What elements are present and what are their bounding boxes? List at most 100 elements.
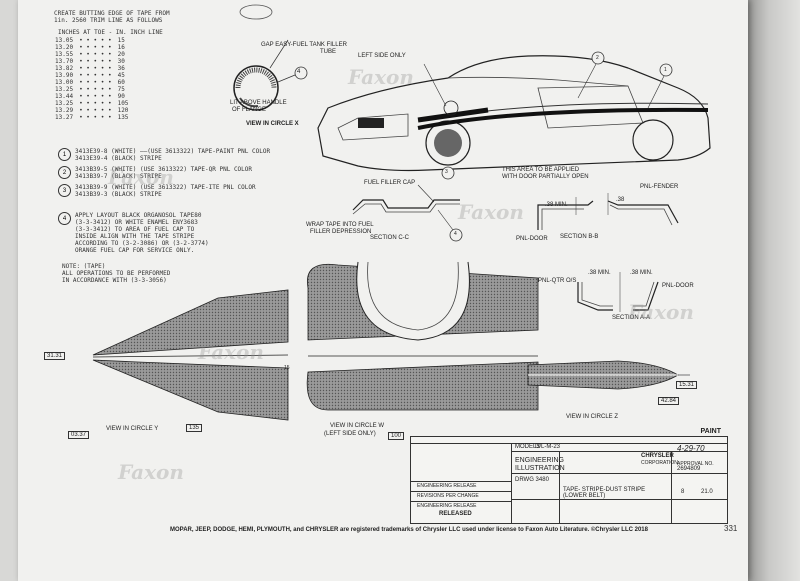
table-row: 13.70• • • • •30 (52, 58, 131, 65)
min-38a-label: .38 MIN. (588, 270, 611, 276)
table-cell-sep: • • • • • (79, 72, 112, 79)
table-cell-sep: • • • • • (79, 65, 112, 72)
dwg-no-label: DRWG 3480 (515, 477, 549, 483)
watermark: Faxon (348, 65, 414, 89)
view-circle-x-label: VIEW IN CIRCLE X (246, 121, 299, 127)
section-aa-label: SECTION A-A (612, 315, 651, 321)
callout-4-x: 4 (297, 69, 301, 75)
section-cc-drawing (352, 184, 463, 242)
table-cell-value: 90 (117, 93, 125, 100)
dim-3131: 31.31 (44, 352, 66, 360)
section-aa-drawing (577, 272, 659, 312)
dim-135: 135 (186, 424, 203, 432)
note-5-line1: NOTE: (TAPE) (62, 263, 106, 270)
note-line: ACCORDING TO (3-2-3086) OR (3-2-3774) (75, 240, 209, 247)
approval-label: APPROVAL NO. (677, 461, 714, 467)
table-cell-sep: • • • • • (79, 100, 112, 107)
watermark: Faxon (118, 460, 184, 484)
document-page: CREATE BUTTING EDGE OF TAPE FROM 1in. 25… (18, 0, 748, 581)
callout-15: 15 (284, 365, 290, 371)
note-line: ORANGE FUEL CAP FOR SERVICE ONLY. (75, 247, 195, 254)
chrysler-label: CHRYSLER (641, 453, 674, 459)
table-cell-sep: • • • • • (79, 93, 112, 100)
table-cell-value: 135 (117, 114, 129, 121)
section-bb-drawing (537, 193, 679, 230)
table-cell-value: 20 (117, 51, 125, 58)
note-line: (3-3-3412) TO AREA OF FUEL CAP TO (75, 226, 195, 233)
table-cell-inches: 13.90 (55, 72, 74, 79)
release-date: 4-29-70 (677, 444, 705, 453)
pnl-door-a-label: PNL-DOOR (662, 283, 694, 289)
callout-2: 2 (596, 55, 599, 61)
note-line: INSIDE ALIGN WITH THE TAPE STRIPE (75, 233, 195, 240)
rev-row-1: ENGINEERING RELEASE (417, 483, 477, 489)
approval-number: 2694809 (677, 466, 701, 472)
view-z-drawing (527, 360, 690, 390)
table-row: 13.82• • • • •36 (52, 65, 131, 72)
note-subtext: 3413B39-7 (BLACK) STRIPE (75, 173, 162, 180)
note-number-circle: 1 (58, 148, 71, 161)
note-5-line2: ALL OPERATIONS TO BE PERFORMED (62, 270, 171, 277)
stripe-detail-drawing (92, 261, 539, 421)
trademark-footer: MOPAR, JEEP, DODGE, HEMI, PLYMOUTH, and … (170, 527, 648, 533)
table-cell-value: 105 (117, 100, 129, 107)
table-cell-value: 60 (117, 79, 125, 86)
models-label: MODELS (515, 444, 541, 450)
table-heading-line1: CREATE BUTTING EDGE OF TAPE FROM (54, 10, 170, 17)
table-row: 13.44 • • • • • 90 (52, 93, 131, 100)
table-heading-line2: 1in. 2560 TRIM LINE AS FOLLOWS (54, 17, 163, 24)
note-number-circle: 4 (58, 212, 71, 225)
min-38-label: .38 MIN. (545, 202, 568, 208)
note-text: 3413E39-8 (WHITE) ——(USE 3613322) TAPE-P… (75, 148, 271, 155)
table-cell-inches: 13.20 (55, 44, 74, 51)
model-code: D/L-M-23 (535, 444, 561, 450)
table-row: 13.55• • • • •20 (52, 51, 131, 58)
table-row: 13.20• • • • •16 (52, 44, 131, 51)
illustration-label: ILLUSTRATION (515, 465, 565, 472)
pnl-fender-label: PNL-FENDER (640, 184, 679, 190)
table-cell-inches: 13.25 (55, 100, 74, 107)
corporation-label: CORPORATION (641, 460, 678, 466)
table-cell-value: 30 (117, 58, 125, 65)
gap-note: GAP EASY-FUEL TANK FILLER (261, 42, 347, 48)
table-cell-sep: • • • • • (79, 37, 112, 44)
table-cell-sep: • • • • • (79, 44, 112, 51)
note-subtext: 3413E39-4 (BLACK) STRIPE (75, 155, 162, 162)
section-bb-label: SECTION B-B (560, 234, 599, 240)
title-block: PAINT MODELS D/L-M-23 ENGINEERING ILLUST… (410, 428, 728, 524)
table-cell-value: 120 (117, 107, 129, 114)
section-cc-label: SECTION C-C (370, 235, 409, 241)
table-cell-value: 75 (117, 86, 125, 93)
note-text: 3413B39-5 (WHITE) (USE 3613322) TAPE-QR … (75, 166, 253, 173)
released-label: RELEASED (439, 511, 472, 517)
table-cell-sep: • • • • • (79, 107, 112, 114)
dim-100: 100 (388, 432, 405, 440)
left-side-dwg-label: (LEFT SIDE ONLY) (324, 431, 376, 437)
remove-note-2: OF FLANGE (232, 107, 267, 113)
circle-x-detail (233, 4, 308, 111)
table-row: 13.29• • • • •120 (52, 107, 131, 114)
table-cell-inches: 13.82 (55, 65, 74, 72)
engineering-label: ENGINEERING (515, 457, 565, 464)
sheet-number: 8 (681, 489, 685, 495)
table-cell-sep: • • • • • (79, 51, 112, 58)
table-cell-inches: 13.25 (55, 86, 74, 93)
table-cell-value: 15 (117, 37, 125, 44)
watermark: Faxon (198, 340, 264, 364)
rev-row-3: ENGINEERING RELEASE (417, 503, 477, 509)
page-number: 331 (724, 524, 738, 533)
table-row: 13.27• • • • •135 (52, 114, 131, 121)
view-circle-z-label: VIEW IN CIRCLE Z (566, 414, 619, 420)
area-note-1: THIS AREA TO BE APPLIED (502, 167, 580, 173)
table-cell-sep: • • • • • (79, 114, 112, 121)
table-cell-sep: • • • • • (79, 58, 112, 65)
table-cell-sep: • • • • • (79, 79, 112, 86)
dim-3137: 03.37 (68, 431, 90, 439)
note-number-circle: 3 (58, 184, 71, 197)
table-cell-inches: 13.44 (55, 93, 74, 100)
view-circle-w-label: VIEW IN CIRCLE W (330, 423, 385, 429)
